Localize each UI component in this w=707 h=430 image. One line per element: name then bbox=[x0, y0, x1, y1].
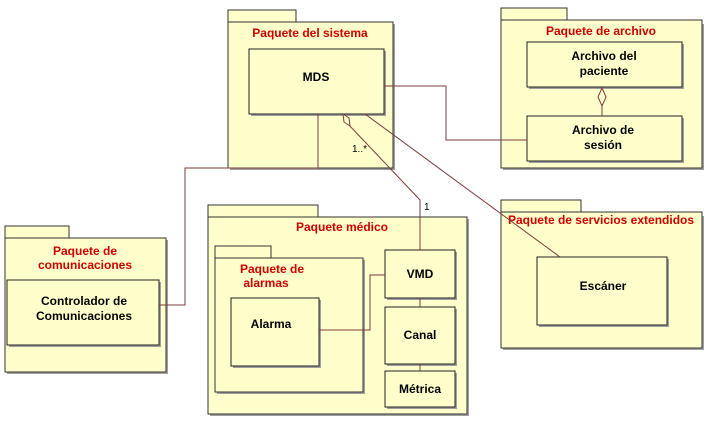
class-controlador-line1: Controlador de bbox=[41, 294, 127, 308]
class-canal[interactable]: Canal bbox=[384, 306, 457, 366]
package-medico-title: Paquete médico bbox=[296, 220, 388, 234]
package-alarmas-title-line1: Paquete de bbox=[240, 262, 304, 276]
class-vmd-label: VMD bbox=[407, 267, 434, 281]
class-metrica[interactable]: Métrica bbox=[384, 370, 457, 409]
class-archivo-sesion-line2: sesión bbox=[584, 138, 622, 152]
class-vmd[interactable]: VMD bbox=[384, 249, 457, 300]
class-escaner-label: Escáner bbox=[580, 279, 627, 293]
multiplicity-vmd: 1 bbox=[424, 202, 430, 213]
class-alarma-label: Alarma bbox=[251, 317, 292, 331]
package-archivo-title: Paquete de archivo bbox=[546, 24, 656, 38]
package-comunicaciones-title-line2: comunicaciones bbox=[38, 258, 132, 272]
class-alarma[interactable]: Alarma bbox=[230, 297, 321, 368]
class-archivo-paciente[interactable]: Archivo del paciente bbox=[526, 41, 684, 89]
class-escaner[interactable]: Escáner bbox=[536, 256, 669, 327]
connector-mds-escaner bbox=[364, 113, 561, 258]
class-controlador-line2: Comunicaciones bbox=[36, 309, 132, 323]
package-servicios-title: Paquete de servicios extendidos bbox=[508, 213, 694, 227]
class-mds-label: MDS bbox=[303, 70, 330, 84]
multiplicity-mds: 1..* bbox=[352, 144, 367, 155]
aggregation-diamond-mds bbox=[342, 112, 351, 128]
class-mds[interactable]: MDS bbox=[248, 48, 386, 116]
connector-mds-vmd bbox=[347, 123, 421, 250]
class-archivo-sesion[interactable]: Archivo de sesión bbox=[526, 115, 684, 163]
class-archivo-paciente-line1: Archivo del bbox=[571, 49, 636, 63]
package-comunicaciones-title-line1: Paquete de bbox=[53, 244, 117, 258]
class-archivo-paciente-line2: paciente bbox=[580, 64, 629, 78]
connector-alarma-vmd bbox=[319, 274, 385, 331]
aggregation-diamond-archivo bbox=[597, 86, 607, 108]
connector-mds-controlador bbox=[159, 114, 319, 306]
class-controlador[interactable]: Controlador de Comunicaciones bbox=[6, 279, 161, 347]
connector-mds-archivo-sesion bbox=[384, 85, 527, 141]
class-canal-label: Canal bbox=[404, 328, 437, 342]
package-sistema-title: Paquete del sistema bbox=[252, 26, 368, 40]
class-archivo-sesion-line1: Archivo de bbox=[572, 123, 634, 137]
package-alarmas-title-line2: alarmas bbox=[243, 276, 289, 290]
class-metrica-label: Métrica bbox=[399, 382, 441, 396]
